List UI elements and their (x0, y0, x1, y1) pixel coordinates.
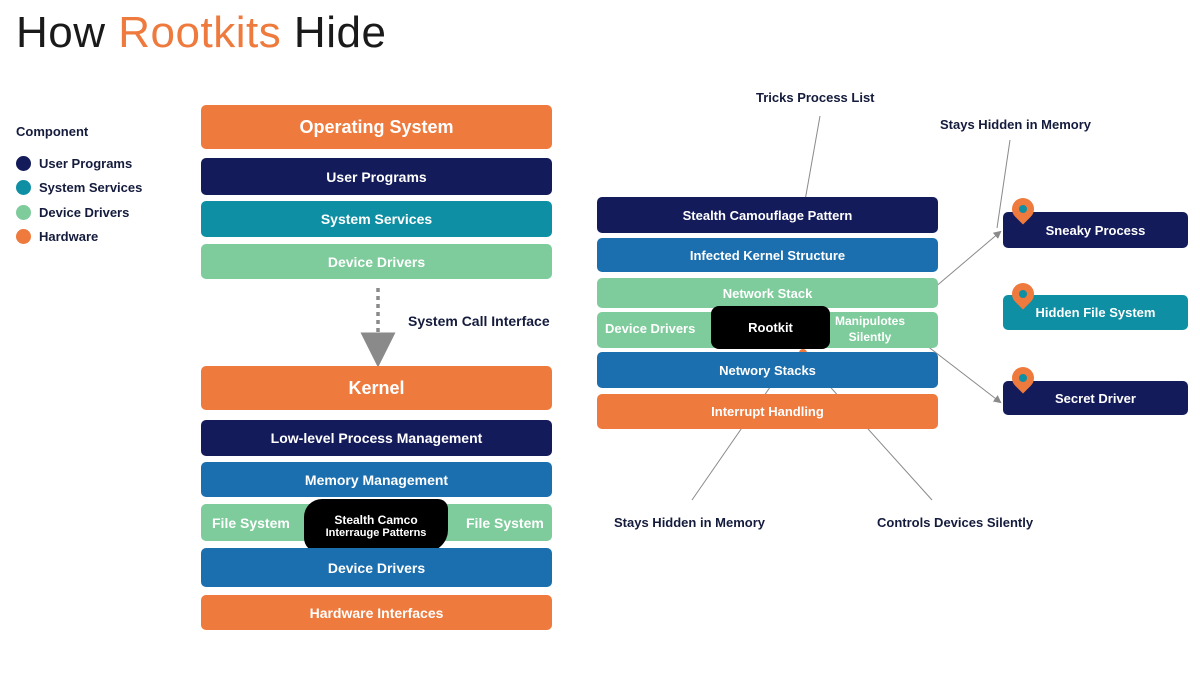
infected-kernel-bar: Infected Kernel Structure (597, 238, 938, 272)
secret-driver-label: Secret Driver (1055, 390, 1136, 406)
callout-sneaky-process: Sneaky Process (1003, 212, 1188, 248)
stealth-line1: Stealth Camco (334, 512, 418, 527)
user-programs-bar: User Programs (201, 158, 552, 195)
system-services-bar: System Services (201, 201, 552, 237)
os-title-label: Operating System (299, 116, 454, 137)
legend-item-user-programs: User Programs (16, 151, 142, 176)
interrupt-handling-bar: Interrupt Handling (597, 394, 938, 429)
sneaky-process-label: Sneaky Process (1045, 222, 1146, 238)
marker-dot-camouflage (800, 232, 806, 238)
page-title: How Rootkits Hide (16, 8, 386, 58)
legend: Component User Programs System Services … (16, 124, 142, 249)
device-drivers-bottom-label: Device Drivers (327, 559, 426, 576)
manipulates-line1: Manipulotes (835, 314, 906, 328)
legend-title: Component (16, 124, 89, 139)
legend-item-hardware: Hardware (16, 225, 142, 250)
legend-label-system-services: System Services (39, 180, 143, 196)
stealth-camo-blob: Stealth Camco Interrauge Patterns (304, 499, 448, 552)
network-stack-label: Network Stack (722, 285, 813, 301)
legend-item-system-services: System Services (16, 176, 142, 201)
manipulates-label: Manipulotes Silently (835, 313, 905, 345)
leader-stays-hidden-top (996, 139, 1011, 229)
legend-dot-user-programs (16, 155, 31, 171)
manipulates-line2: Silently (848, 330, 892, 344)
interrupt-handling-label: Interrupt Handling (711, 404, 824, 419)
annot-controls-devices: Controls Devices Silently (877, 515, 1034, 530)
arrow-to-sneaky-process (926, 230, 1002, 295)
system-services-label: System Services (320, 211, 433, 227)
annot-tricks-process: Tricks Process List (756, 90, 875, 105)
network-stack-bar: Network Stack (597, 278, 938, 308)
rootkit-blob: Rootkit (711, 306, 830, 349)
annot-stays-hidden-bottom: Stays Hidden in Memory (614, 515, 765, 530)
rootkit-label: Rootkit (748, 320, 793, 335)
networy-stacks-label: Networy Stacks (719, 362, 816, 378)
right-device-drivers-label: Device Drivers (605, 321, 696, 336)
fs-left-label: File System (212, 515, 290, 531)
legend-label-user-programs: User Programs (39, 155, 133, 171)
process-mgmt-bar: Low-level Process Management (201, 420, 552, 456)
legend-label-hardware: Hardware (39, 229, 99, 245)
kernel-title-label: Kernel (348, 377, 405, 398)
fs-right-label: File System (466, 515, 544, 531)
memory-mgmt-label: Memory Management (304, 471, 449, 488)
title-accent: Rootkits (118, 8, 282, 57)
callout-secret-driver: Secret Driver (1003, 381, 1188, 415)
title-suffix: Hide (281, 8, 387, 57)
device-drivers-top-bar: Device Drivers (201, 244, 552, 279)
title-prefix: How (16, 8, 119, 57)
camouflage-label: Stealth Camouflage Pattern (682, 207, 853, 223)
process-mgmt-label: Low-level Process Management (270, 430, 483, 446)
device-drivers-top-label: Device Drivers (327, 253, 426, 270)
user-programs-label: User Programs (326, 168, 427, 185)
legend-label-device-drivers: Device Drivers (39, 204, 130, 220)
camouflage-bar: Stealth Camouflage Pattern (597, 197, 938, 233)
hardware-interfaces-label: Hardware Interfaces (309, 604, 444, 621)
legend-dot-system-services (16, 180, 31, 196)
legend-dot-device-drivers (16, 204, 31, 220)
memory-mgmt-bar: Memory Management (201, 462, 552, 497)
hardware-interfaces-bar: Hardware Interfaces (201, 595, 552, 630)
leader-tricks-process (802, 115, 821, 213)
device-drivers-bottom-bar: Device Drivers (201, 548, 552, 587)
annot-stays-hidden-top: Stays Hidden in Memory (940, 117, 1091, 132)
syscall-label: System Call Interface (408, 313, 550, 329)
hidden-fs-label: Hidden File System (1035, 305, 1156, 320)
kernel-title-bar: Kernel (201, 366, 552, 410)
os-title-bar: Operating System (201, 105, 552, 149)
networy-stacks-bar: Networy Stacks (597, 352, 938, 388)
callout-hidden-fs: Hidden File System (1003, 295, 1188, 330)
legend-dot-hardware (16, 229, 31, 245)
stealth-line2: Interrauge Patterns (325, 526, 427, 539)
legend-item-device-drivers: Device Drivers (16, 200, 142, 225)
infected-kernel-label: Infected Kernel Structure (689, 247, 846, 263)
